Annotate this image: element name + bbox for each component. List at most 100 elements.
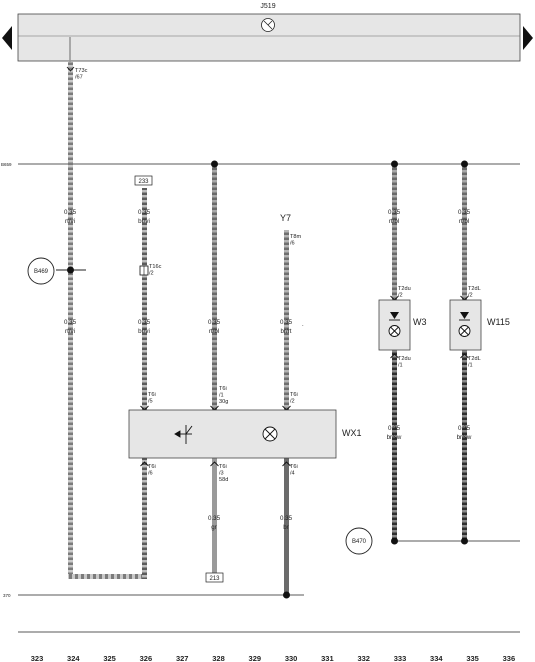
ground-b470-label: B470 xyxy=(352,539,367,545)
bus-ref-bottom: 370 xyxy=(3,593,11,598)
connector-label: T2du xyxy=(398,286,411,292)
bulb-icon xyxy=(388,325,401,337)
connector-label: /6 xyxy=(148,471,153,477)
connector-label: /2 xyxy=(149,271,154,277)
junction-dot xyxy=(391,537,398,545)
wire-size-label: 0.35 xyxy=(280,515,293,522)
connector-label: /3 xyxy=(219,471,224,477)
wire-330-top xyxy=(284,230,289,410)
connector-label: /67 xyxy=(75,75,83,81)
column-label: 336 xyxy=(503,654,516,662)
control-unit-label: J519 xyxy=(260,3,275,10)
wire-333-top xyxy=(392,164,397,300)
column-label: 333 xyxy=(394,654,407,662)
column-label: 325 xyxy=(103,654,116,662)
junction-dot xyxy=(391,160,398,168)
connector-label: T73c xyxy=(75,68,88,74)
connector-label: /6 xyxy=(290,241,295,247)
component-w115-label: W115 xyxy=(487,317,510,327)
wire-size-label: 0.35 xyxy=(280,319,293,326)
column-label: 327 xyxy=(176,654,189,662)
connector-label: /4 xyxy=(290,471,295,477)
wire-size-label: 0.35 xyxy=(458,209,471,216)
connector-label: 30g xyxy=(219,399,228,405)
wire-size-label: 0.35 xyxy=(388,209,401,216)
bus-ref-left: B659 xyxy=(1,162,12,167)
wire-color-label: rt/bl xyxy=(389,218,399,225)
page-ref-box-top[interactable] xyxy=(134,175,153,186)
connector-label: T6i xyxy=(148,464,156,470)
diode-icon xyxy=(459,312,470,321)
junction-dot xyxy=(67,266,74,274)
wire-color-label: br/sw xyxy=(457,434,472,441)
connector-label: /1 xyxy=(219,393,224,399)
component-w3-label: W3 xyxy=(413,317,427,327)
junction-dot xyxy=(461,160,468,168)
column-label: 332 xyxy=(357,654,370,662)
component-wx1-label: WX1 xyxy=(342,428,362,438)
connector-label: T8m xyxy=(290,234,302,240)
wire-size-label: 0.35 xyxy=(388,425,401,432)
wire-326-top xyxy=(142,188,147,410)
ground-point-b470 xyxy=(345,527,373,555)
connector-label: /2 xyxy=(468,293,473,299)
wire-324-326-loop xyxy=(68,574,147,579)
column-label: 328 xyxy=(212,654,225,662)
connector-label: /1 xyxy=(398,363,403,369)
page-ref-box-bottom[interactable] xyxy=(205,572,224,583)
component-w115-box xyxy=(449,299,482,351)
connector-label: T16c xyxy=(149,264,162,270)
wire-color-label: br/rt xyxy=(280,328,291,335)
column-label: 331 xyxy=(321,654,334,662)
ground-point-b469 xyxy=(27,257,55,285)
wire-328-top xyxy=(212,164,217,410)
connector-label: /5 xyxy=(148,399,153,405)
component-wx1-box xyxy=(128,409,337,459)
junction-dot xyxy=(211,160,218,168)
wire-326-bot xyxy=(142,458,147,579)
column-label: 329 xyxy=(249,654,262,662)
connector-label: T6i xyxy=(290,464,298,470)
connector-label: T2dL xyxy=(468,286,481,292)
column-label: 323 xyxy=(31,654,44,662)
wire-size-label: 0.35 xyxy=(138,319,151,326)
junction-dot xyxy=(461,537,468,545)
connector-label: /2 xyxy=(290,399,295,405)
wire-color-label: br/vi xyxy=(138,328,150,335)
junction-dot xyxy=(283,591,290,599)
wire-size-label: 0.35 xyxy=(138,209,151,216)
wire-size-label: 0.35 xyxy=(64,209,77,216)
component-w3-box xyxy=(378,299,411,351)
column-label: 324 xyxy=(67,654,80,662)
wire-color-label: br/vi xyxy=(138,218,150,225)
column-label: 326 xyxy=(140,654,153,662)
ground-b469-label: B469 xyxy=(34,269,49,275)
connector-label: T6i xyxy=(219,464,227,470)
wire-color-label: gr xyxy=(211,524,217,531)
small-dot-mark: . xyxy=(302,322,304,328)
wire-size-label: 0.35 xyxy=(208,319,221,326)
nav-right-arrow-icon[interactable] xyxy=(523,26,533,50)
wire-color-label: rt/bl xyxy=(209,328,219,335)
diode-icon xyxy=(389,312,400,321)
connector-label: /1 xyxy=(468,363,473,369)
connector-label: T6i xyxy=(219,386,227,392)
column-label: 335 xyxy=(466,654,479,662)
component-y7-label: Y7 xyxy=(280,213,291,223)
wire-330-bot xyxy=(284,458,289,595)
bulb-icon xyxy=(262,426,278,442)
clock-icon xyxy=(261,18,275,32)
page-ref-bottom[interactable]: 213 xyxy=(209,576,220,582)
connector-label: T6i xyxy=(148,392,156,398)
wire-335-top xyxy=(462,164,467,300)
page-ref-top[interactable]: 233 xyxy=(138,179,149,185)
nav-left-arrow-icon[interactable] xyxy=(2,26,12,50)
wire-color-label: br xyxy=(283,524,289,531)
column-label: 334 xyxy=(430,654,443,662)
wire-328-bot xyxy=(212,458,217,573)
wire-color-label: rt/bl xyxy=(459,218,469,225)
switch-icon xyxy=(174,425,193,444)
connector-label: T2du xyxy=(398,356,411,362)
